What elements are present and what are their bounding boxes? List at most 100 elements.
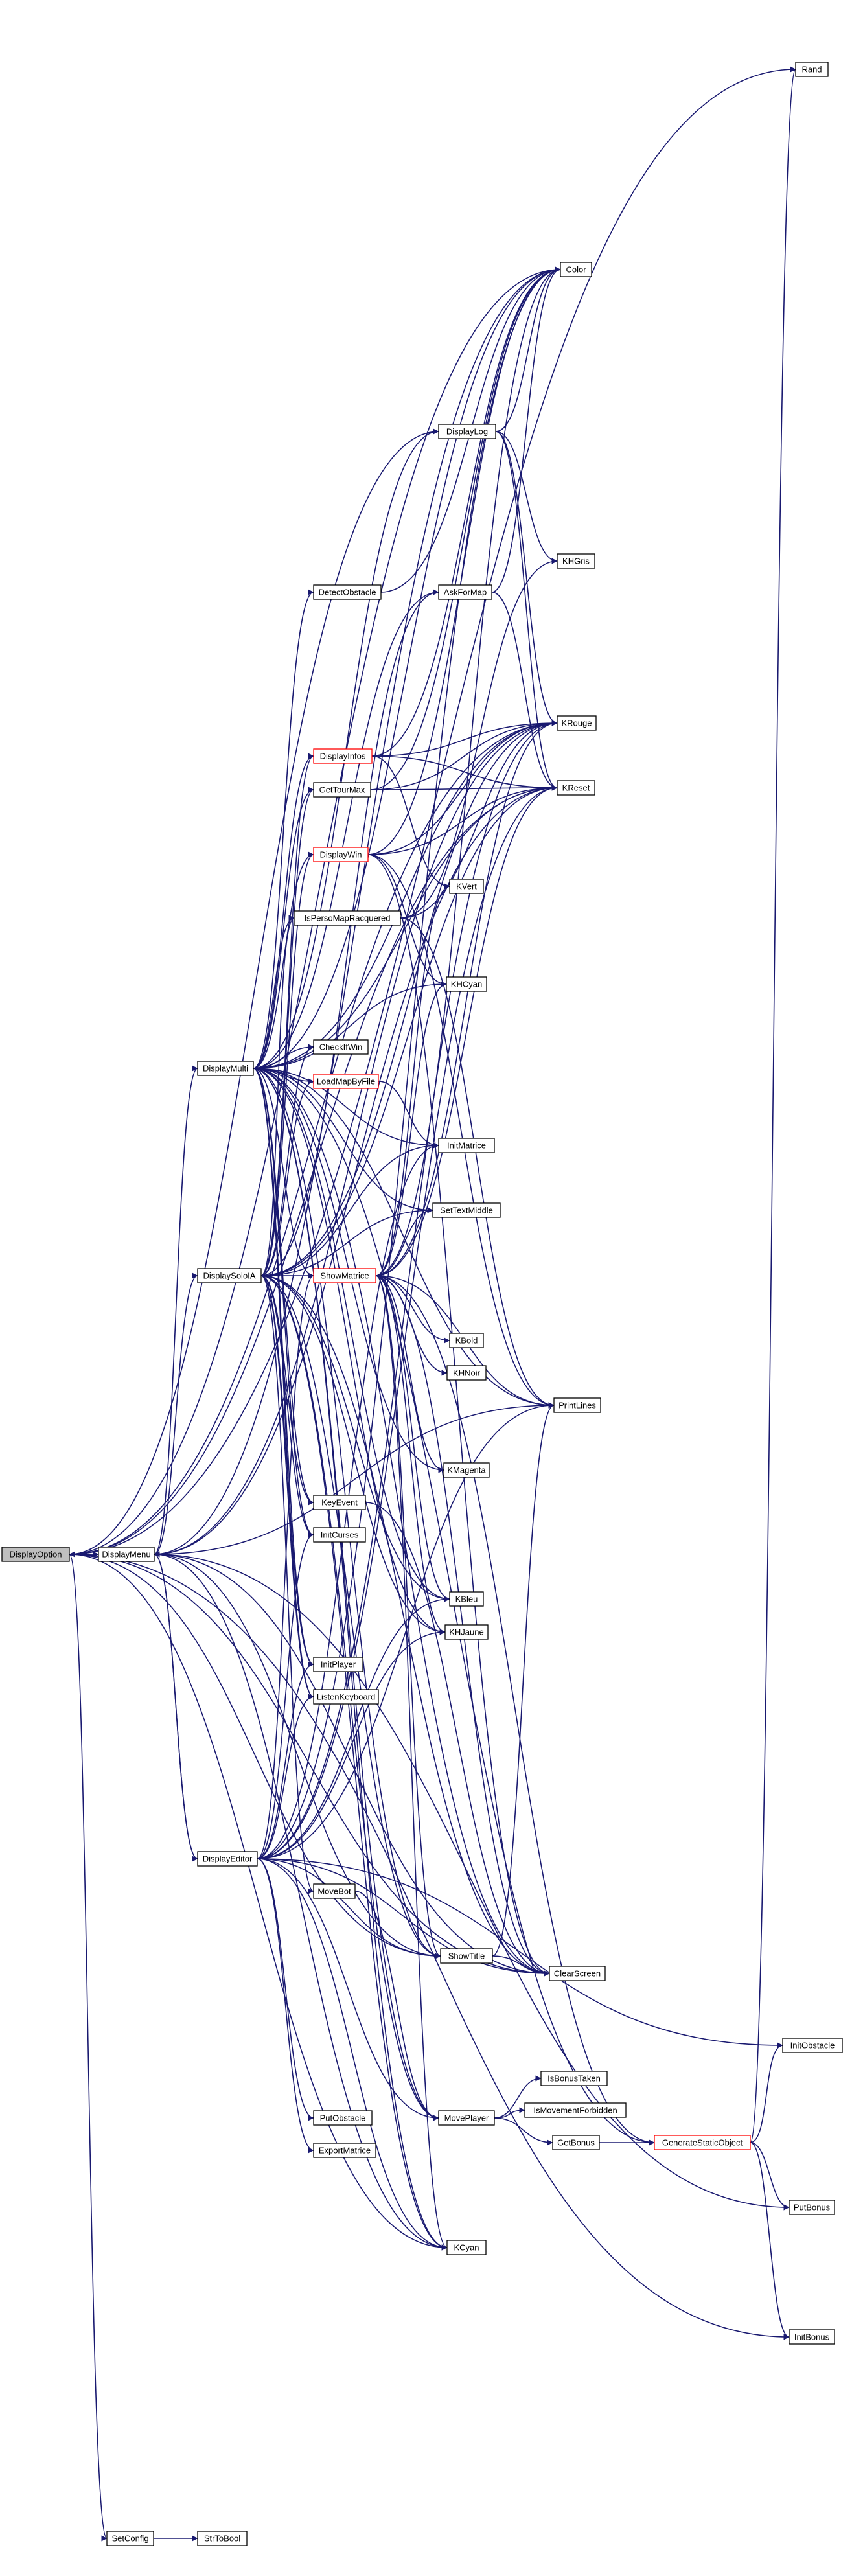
edge-get-tour-max-to-k-reset — [370, 785, 558, 791]
edge-display-solo-ia-to-move-bot — [260, 1275, 314, 1894]
node-kh-jaune[interactable]: KHJaune — [444, 1624, 489, 1640]
node-rand[interactable]: Rand — [795, 62, 829, 77]
node-box — [438, 424, 496, 439]
node-init-bonus[interactable]: InitBonus — [789, 2329, 835, 2345]
node-label: InitPlayer — [321, 1660, 356, 1670]
node-is-perso-map-racquered[interactable]: IsPersoMapRacquered — [294, 910, 401, 926]
node-box — [540, 2071, 608, 2086]
node-k-rouge[interactable]: KRouge — [557, 715, 597, 731]
node-kh-gris[interactable]: KHGris — [557, 553, 595, 569]
node-box — [438, 584, 492, 600]
node-init-obstacle[interactable]: InitObstacle — [782, 2038, 843, 2053]
node-display-log[interactable]: DisplayLog — [438, 424, 496, 439]
node-display-infos[interactable]: DisplayInfos — [313, 748, 373, 764]
node-label: KBleu — [455, 1594, 478, 1604]
edge-ask-for-map-to-k-reset — [491, 592, 558, 791]
node-label: KBold — [455, 1336, 478, 1346]
call-edges — [69, 66, 796, 2542]
node-is-movement-forbidden[interactable]: IsMovementForbidden — [524, 2102, 627, 2118]
node-label: MoveBot — [317, 1887, 351, 1896]
node-get-bonus[interactable]: GetBonus — [552, 2135, 600, 2150]
edge-display-multi-to-kh-jaune — [253, 1068, 446, 1635]
node-set-config[interactable]: SetConfig — [106, 2531, 154, 2546]
node-display-win[interactable]: DisplayWin — [313, 847, 369, 862]
node-print-lines[interactable]: PrintLines — [553, 1397, 601, 1413]
edge-display-option-to-clear-screen — [69, 1554, 550, 1977]
node-kh-cyan[interactable]: KHCyan — [446, 976, 487, 992]
node-get-tour-max[interactable]: GetTourMax — [313, 782, 371, 798]
node-box — [557, 780, 595, 796]
edge-display-multi-to-show-matrice — [253, 1068, 314, 1279]
edge-display-menu-to-display-multi — [154, 1065, 198, 1555]
node-display-menu[interactable]: DisplayMenu — [98, 1547, 155, 1562]
edge-ask-for-map-to-color — [491, 266, 561, 593]
edge-display-multi-to-listen-keyboard — [253, 1068, 314, 1700]
node-label: IsPersoMapRacquered — [305, 914, 391, 923]
edge-display-solo-ia-to-get-tour-max — [260, 787, 314, 1276]
node-label: GenerateStaticObject — [662, 2138, 743, 2148]
node-color[interactable]: Color — [560, 262, 592, 277]
node-detect-obstacle[interactable]: DetectObstacle — [313, 584, 382, 600]
node-set-text-middle[interactable]: SetTextMiddle — [432, 1202, 501, 1218]
node-box — [446, 2240, 487, 2255]
edge-get-tour-max-to-k-rouge — [370, 720, 558, 790]
node-display-option[interactable]: DisplayOption — [1, 1547, 70, 1562]
node-is-bonus-taken[interactable]: IsBonusTaken — [540, 2071, 608, 2086]
node-str-to-bool[interactable]: StrToBool — [197, 2531, 248, 2546]
edge-display-solo-ia-to-k-bleu — [260, 1275, 450, 1602]
node-label: KHNoir — [453, 1368, 481, 1378]
node-box — [654, 2135, 751, 2150]
node-move-bot[interactable]: MoveBot — [313, 1883, 356, 1899]
edge-display-multi-to-init-matrice — [253, 1068, 439, 1149]
node-export-matrice[interactable]: ExportMatrice — [313, 2143, 376, 2158]
node-generate-static-object[interactable]: GenerateStaticObject — [654, 2135, 751, 2150]
node-label: InitCurses — [321, 1530, 359, 1540]
edge-show-matrice-to-kh-cyan — [375, 981, 447, 1276]
node-label: ShowMatrice — [320, 1271, 369, 1281]
node-box — [552, 2135, 600, 2150]
edge-show-matrice-to-show-title — [375, 1275, 441, 1959]
node-init-curses[interactable]: InitCurses — [313, 1527, 366, 1543]
edge-show-matrice-to-k-cyan — [375, 1275, 448, 2251]
node-label: ShowTitle — [448, 1951, 485, 1961]
node-k-bold[interactable]: KBold — [449, 1333, 484, 1348]
node-k-vert[interactable]: KVert — [449, 879, 484, 894]
edge-display-win-to-k-rouge — [367, 720, 558, 855]
node-k-cyan[interactable]: KCyan — [446, 2240, 487, 2255]
node-show-matrice[interactable]: ShowMatrice — [313, 1268, 376, 1283]
edge-display-multi-to-color — [253, 266, 561, 1069]
node-clear-screen[interactable]: ClearScreen — [549, 1966, 606, 1981]
node-display-multi[interactable]: DisplayMulti — [197, 1061, 254, 1076]
node-init-matrice[interactable]: InitMatrice — [438, 1138, 495, 1153]
edge-show-title-to-print-lines — [492, 1402, 555, 1957]
node-label: DisplaySoloIA — [203, 1271, 256, 1281]
node-label: IsBonusTaken — [547, 2074, 601, 2084]
edge-display-win-to-print-lines — [367, 854, 555, 1409]
node-k-bleu[interactable]: KBleu — [449, 1591, 484, 1607]
node-move-player[interactable]: MovePlayer — [438, 2110, 495, 2126]
node-k-reset[interactable]: KReset — [557, 780, 595, 796]
node-k-magenta[interactable]: KMagenta — [443, 1462, 490, 1478]
node-label: CheckIfWin — [319, 1042, 362, 1052]
node-check-if-win[interactable]: CheckIfWin — [313, 1039, 369, 1055]
edge-show-matrice-to-generate-static-object — [375, 1275, 655, 2146]
node-ask-for-map[interactable]: AskForMap — [438, 584, 492, 600]
node-label: KCyan — [454, 2243, 479, 2253]
node-listen-keyboard[interactable]: ListenKeyboard — [313, 1689, 379, 1705]
node-put-obstacle[interactable]: PutObstacle — [313, 2110, 373, 2126]
edge-show-title-to-clear-screen — [492, 1955, 550, 1977]
node-display-solo-ia[interactable]: DisplaySoloIA — [197, 1268, 262, 1283]
node-load-map-by-file[interactable]: LoadMapByFile — [313, 1074, 379, 1089]
node-label: KMagenta — [447, 1466, 486, 1475]
node-box — [782, 2038, 843, 2053]
node-init-player[interactable]: InitPlayer — [313, 1657, 363, 1672]
node-label: SetTextMiddle — [440, 1206, 493, 1215]
edge-show-matrice-to-k-bleu — [375, 1275, 450, 1602]
node-kh-noir[interactable]: KHNoir — [446, 1365, 487, 1381]
node-display-editor[interactable]: DisplayEditor — [197, 1851, 258, 1867]
node-key-event[interactable]: KeyEvent — [313, 1495, 366, 1510]
node-box — [795, 62, 829, 77]
node-show-title[interactable]: ShowTitle — [440, 1948, 493, 1964]
node-put-bonus[interactable]: PutBonus — [789, 2200, 835, 2215]
